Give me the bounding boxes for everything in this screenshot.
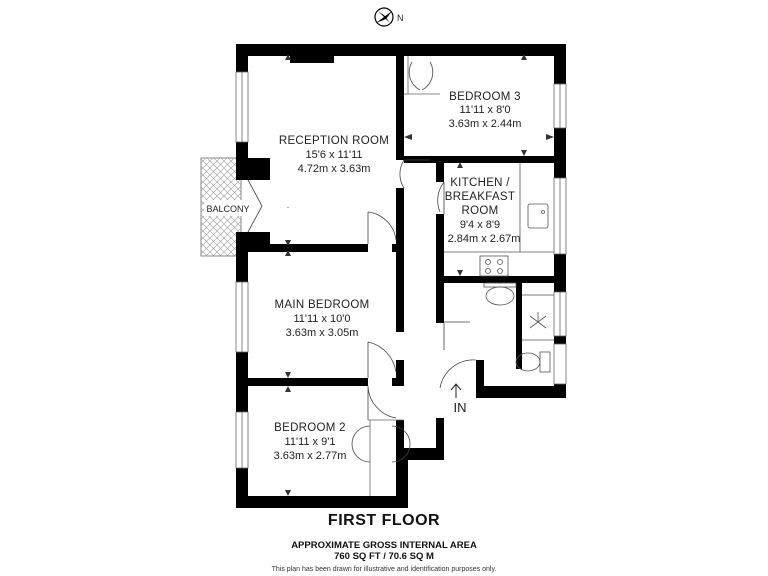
hob-icon (479, 255, 509, 277)
wardrobes (368, 56, 440, 496)
room-name-line2: BREAKFAST (445, 191, 515, 203)
floor-title: FIRST FLOOR (327, 512, 441, 529)
room-metric: 3.63m x 2.44m (449, 118, 522, 130)
room-name-line1: KITCHEN / (450, 177, 510, 189)
room-imperial: 15'6 x 11'11 (305, 149, 362, 161)
balcony: BALCONY (200, 157, 250, 257)
room-metric: 2.84m x 2.67m (448, 233, 521, 245)
interior-walls (248, 56, 554, 460)
balcony-label: BALCONY (206, 204, 249, 214)
floor-plan: N BALCONY (200, 7, 567, 508)
kitchen-fittings (444, 163, 554, 277)
room-metric: 3.63m x 2.77m (274, 450, 347, 462)
room-name: BEDROOM 3 (449, 91, 521, 103)
room-label-reception: RECEPTION ROOM 15'6 x 11'11 4.72m x 3.63… (279, 135, 389, 175)
room-label-kitchen: KITCHEN / BREAKFAST ROOM 9'4 x 8'9 2.84m… (445, 177, 521, 245)
room-name: RECEPTION ROOM (279, 135, 389, 147)
area-value: 760 SQ FT / 70.6 SQ M (334, 551, 434, 562)
washbasin-icon (485, 286, 515, 306)
room-label-bedroom2: BEDROOM 2 11'11 x 9'1 3.63m x 2.77m (274, 422, 347, 462)
north-arrow-icon: N (374, 7, 404, 27)
sink-icon (527, 203, 549, 229)
room-imperial: 11'11 x 8'0 (460, 104, 511, 116)
windows (235, 71, 567, 469)
entrance-arrow-icon (450, 383, 462, 398)
room-name: BEDROOM 2 (274, 422, 346, 434)
room-imperial: 9'4 x 8'9 (460, 219, 500, 231)
room-name: MAIN BEDROOM (275, 299, 370, 311)
room-name-line3: ROOM (462, 205, 499, 217)
area-heading: APPROXIMATE GROSS INTERNAL AREA (291, 540, 477, 551)
room-imperial: 11'11 x 10'0 (293, 313, 350, 325)
compass-label: N (397, 13, 404, 23)
disclaimer: This plan has been drawn for illustrativ… (271, 566, 497, 573)
entrance-label: IN (454, 400, 467, 415)
room-label-main-bedroom: MAIN BEDROOM 11'11 x 10'0 3.63m x 3.05m (275, 299, 370, 339)
bathroom-fittings (483, 282, 554, 373)
shower-icon (529, 312, 547, 329)
balcony-doors (247, 179, 263, 233)
room-label-bedroom3: BEDROOM 3 11'11 x 8'0 3.63m x 2.44m (449, 91, 522, 130)
room-metric: 4.72m x 3.63m (298, 163, 371, 175)
room-metric: 3.63m x 3.05m (286, 327, 359, 339)
room-imperial: 11'11 x 9'1 (285, 436, 336, 448)
door-swings (351, 61, 477, 463)
